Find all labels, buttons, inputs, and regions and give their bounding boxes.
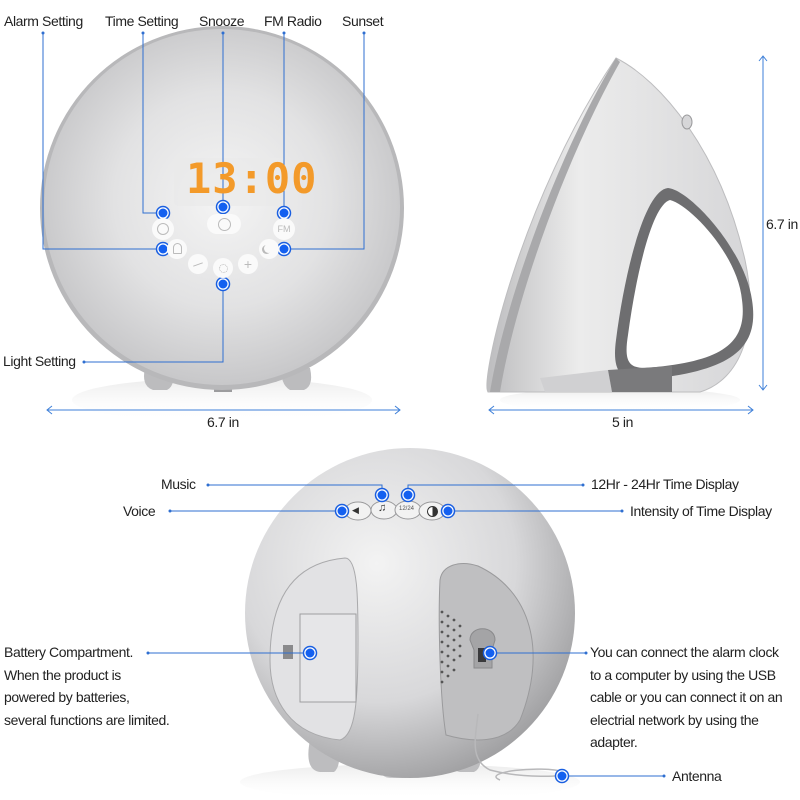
usb-note-line: You can connect the alarm clock <box>590 644 779 660</box>
label-antenna: Antenna <box>672 768 722 784</box>
front-width-dimension: 6.7 in <box>207 414 239 430</box>
fm-text-icon: FM <box>277 224 291 234</box>
annotation-markers <box>155 199 570 784</box>
battery-compartment-note: Battery Compartment. When the product is… <box>4 641 204 731</box>
marker-snooze <box>215 199 231 215</box>
snooze-button[interactable] <box>207 214 241 234</box>
label-music: Music <box>161 476 196 492</box>
usb-note-line: to a computer by using the USB <box>590 666 776 683</box>
label-alarm-setting: Alarm Setting <box>4 13 83 29</box>
usb-note-line: adapter. <box>590 734 638 750</box>
moon-icon <box>264 244 273 253</box>
snooze-cloud-icon <box>218 218 231 231</box>
alarm-setting-button[interactable] <box>167 239 187 259</box>
12-24-text-icon[interactable]: 12/24 <box>399 506 415 512</box>
speaker-icon[interactable]: ◀ <box>352 505 359 515</box>
minus-button[interactable] <box>188 254 208 274</box>
side-depth-dimension: 5 in <box>612 414 633 430</box>
label-voice: Voice <box>123 503 156 519</box>
sun-icon <box>219 264 228 273</box>
led-time-display: 13:00 <box>186 154 318 203</box>
battery-note-line: Battery Compartment. <box>4 644 133 660</box>
music-note-icon[interactable]: ♫ <box>378 502 387 514</box>
usb-note-line: cable or you can connect it on an <box>590 689 783 705</box>
side-height-dimension: 6.7 in <box>766 216 798 232</box>
label-intensity-of-time-display: Intensity of Time Display <box>630 503 772 519</box>
label-time-setting: Time Setting <box>105 13 179 29</box>
usb-port <box>478 648 486 662</box>
label-snooze: Snooze <box>199 13 245 29</box>
side-view <box>486 57 754 412</box>
label-light-setting: Light Setting <box>3 353 76 369</box>
marker-usb <box>482 645 498 661</box>
speaker-grille <box>440 610 462 684</box>
minus-icon <box>193 262 203 267</box>
marker-light-setting <box>215 276 231 292</box>
battery-note-line: powered by batteries, <box>4 689 130 705</box>
light-setting-button[interactable] <box>213 258 233 278</box>
dimension-lines <box>46 55 768 415</box>
label-fm-radio: FM Radio <box>264 13 322 29</box>
label-sunset: Sunset <box>342 13 384 29</box>
half-circle-icon[interactable] <box>427 506 438 517</box>
battery-note-line: several functions are limited. <box>4 711 170 728</box>
clock-icon <box>157 223 169 235</box>
label-12-24-time-display: 12Hr - 24Hr Time Display <box>591 476 739 492</box>
plus-button[interactable]: + <box>238 254 258 274</box>
marker-voice <box>334 503 350 519</box>
sunset-button[interactable] <box>259 239 279 259</box>
marker-12-24 <box>400 487 416 503</box>
antenna-wire <box>474 713 566 781</box>
marker-intensity <box>440 503 456 519</box>
battery-note-line: When the product is <box>4 666 121 683</box>
fm-radio-button[interactable]: FM <box>273 218 295 240</box>
plus-icon: + <box>243 256 253 272</box>
battery-latch <box>283 645 293 659</box>
marker-time-setting <box>155 205 171 221</box>
marker-battery <box>302 645 318 661</box>
marker-antenna <box>554 768 570 784</box>
usb-note-line: electrial network by using the <box>590 711 759 728</box>
marker-music <box>374 487 390 503</box>
bell-icon <box>173 243 182 254</box>
back-view <box>240 448 580 800</box>
usb-connection-note: You can connect the alarm clock to a com… <box>590 641 800 754</box>
marker-sunset <box>276 241 292 257</box>
time-setting-button[interactable] <box>152 218 174 240</box>
annotation-leaders <box>41 31 666 778</box>
